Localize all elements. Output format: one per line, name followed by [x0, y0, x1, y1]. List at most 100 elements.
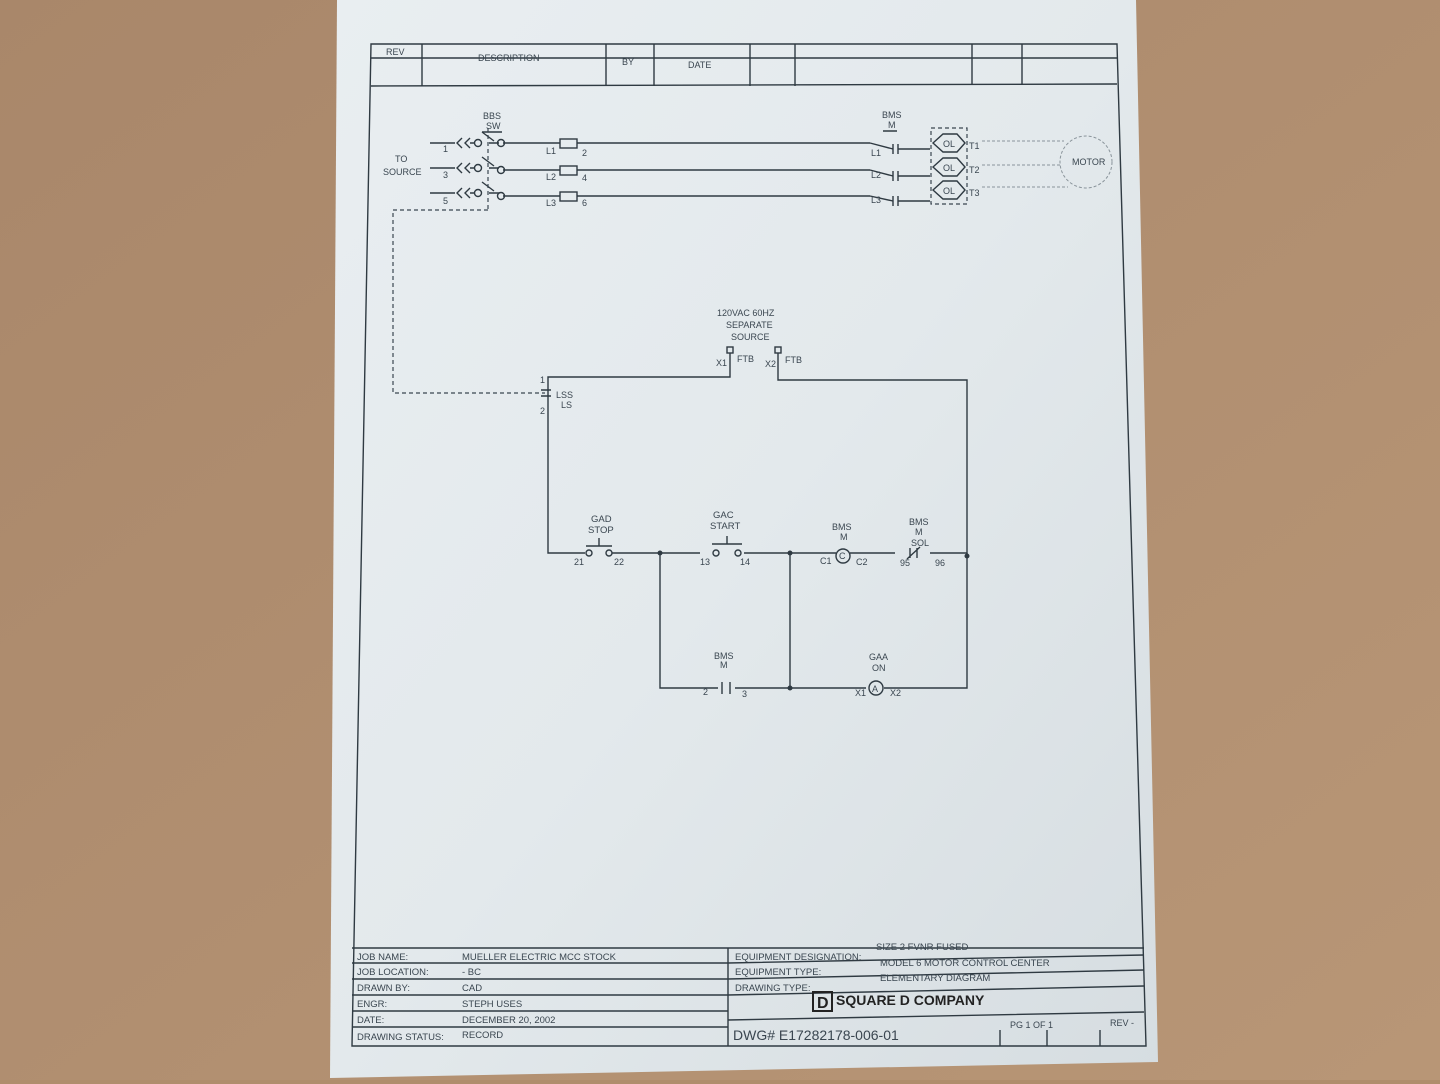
ftb-label: FTB — [785, 355, 802, 365]
switch-tag: LSS — [556, 390, 573, 400]
overload-icons — [931, 133, 966, 200]
seal-in-tag: BMS — [714, 651, 734, 661]
source-voltage: 120VAC 60HZ — [717, 308, 775, 318]
drawing-type-value: ELEMENTARY DIAGRAM — [880, 973, 990, 984]
source-separate: SEPARATE — [726, 320, 773, 330]
drawing-number: DWG# E17282178-006-01 — [733, 1027, 899, 1043]
motor-icon — [1059, 135, 1113, 189]
date-value: DECEMBER 20, 2002 — [462, 1015, 555, 1026]
drawn-by-label: DRAWN BY: — [357, 983, 410, 994]
contactor-name: M — [888, 120, 896, 130]
start-terminal-a: 13 — [700, 557, 710, 567]
line-label-l1: L1 — [546, 146, 556, 156]
ol-label: OL — [943, 139, 955, 149]
square-d-logo — [812, 991, 833, 1012]
terminal-t2: T2 — [969, 165, 980, 175]
seal-in-name: M — [720, 660, 728, 670]
terminal-2: 2 — [582, 148, 587, 158]
pilot-light-icon — [868, 680, 884, 696]
line-label-l2: L2 — [546, 172, 556, 182]
start-terminal-b: 14 — [740, 557, 750, 567]
to-source-label-2: SOURCE — [383, 167, 422, 177]
coil-name: M — [840, 532, 848, 542]
terminal-t3: T3 — [969, 188, 980, 198]
switch-terminal-1: 1 — [540, 375, 545, 385]
ol-terminal-96: 96 — [935, 558, 945, 568]
equipment-type-value: MODEL 6 MOTOR CONTROL CENTER — [880, 958, 1050, 969]
date-label: DATE: — [357, 1015, 384, 1026]
fuse-icon — [559, 138, 578, 149]
contactor-tag: BMS — [882, 110, 902, 120]
stop-name: STOP — [588, 525, 614, 536]
engr-value: STEPH USES — [462, 999, 522, 1010]
equipment-designation-value: SIZE 2 FVNR FUSED — [876, 942, 969, 953]
coil-terminal-c2: C2 — [856, 557, 868, 567]
stop-terminal-b: 22 — [614, 557, 624, 567]
drawn-by-value: CAD — [462, 983, 482, 994]
job-location-value: - BC — [462, 967, 481, 978]
control-circuit: 120VAC 60HZ SEPARATE SOURCE X1 FTB X2 FT… — [540, 308, 970, 699]
fuse-icon — [559, 165, 578, 176]
pilot-tag: GAA — [869, 652, 888, 662]
ol-label: OL — [943, 163, 955, 173]
power-circuit: TO SOURCE BBS SW 1 3 5 L1 L2 L3 2 4 6 BM… — [383, 110, 1113, 394]
terminal-6: 6 — [582, 198, 587, 208]
ol-contact-sub: SOL — [911, 538, 929, 548]
ol-terminal-95: 95 — [900, 558, 910, 568]
stop-terminal-a: 21 — [574, 557, 584, 567]
revision-block: REV DESCRIPTION BY DATE — [370, 44, 1118, 87]
description-header: DESCRIPTION — [478, 53, 540, 63]
equipment-designation-label: EQUIPMENT DESIGNATION: — [735, 952, 861, 963]
terminal-5: 5 — [443, 196, 448, 206]
coil-symbol: C — [839, 551, 846, 561]
ol-contact-tag: BMS — [909, 517, 929, 527]
by-header: BY — [622, 57, 634, 67]
terminal-1: 1 — [443, 144, 448, 154]
job-name-label: JOB NAME: — [357, 952, 408, 963]
seal-in-terminal-2: 2 — [703, 687, 708, 697]
terminal-3: 3 — [443, 170, 448, 180]
title-block: JOB NAME: MUELLER ELECTRIC MCC STOCK JOB… — [352, 942, 1145, 1046]
nc-contact-icon — [906, 546, 921, 560]
no-contact-icon — [721, 682, 731, 694]
source-label: SOURCE — [731, 332, 770, 342]
contactor-l1: L1 — [871, 148, 881, 158]
company-name: SQUARE D COMPANY — [836, 992, 985, 1008]
pilot-symbol: A — [872, 684, 878, 694]
x1-label: X1 — [716, 358, 727, 368]
fuse-icon — [559, 191, 578, 202]
drawing-status-value: RECORD — [462, 1030, 503, 1041]
stop-pushbutton-icon — [586, 538, 612, 547]
page-number: PG 1 OF 1 — [1010, 1020, 1053, 1030]
disconnect-tag: BBS — [483, 111, 501, 121]
contactor-l2: L2 — [871, 170, 881, 180]
x2-label: X2 — [765, 359, 776, 369]
start-name: START — [710, 521, 740, 532]
pilot-name: ON — [872, 663, 886, 673]
disconnect-name: SW — [486, 121, 501, 131]
terminal-t1: T1 — [969, 141, 980, 151]
logo-letter: D — [817, 995, 829, 1012]
rev-header: REV — [386, 47, 405, 57]
stop-tag: GAD — [591, 514, 612, 525]
to-source-label: TO — [395, 154, 407, 164]
seal-in-terminal-3: 3 — [742, 689, 747, 699]
coil-tag: BMS — [832, 522, 852, 532]
ol-contact-name: M — [915, 527, 923, 537]
ol-label: OL — [943, 186, 955, 196]
switch-terminal-2: 2 — [540, 406, 545, 416]
ftb-label: FTB — [737, 354, 754, 364]
start-tag: GAC — [713, 510, 734, 521]
revision-number: REV - — [1110, 1018, 1134, 1028]
date-header: DATE — [688, 60, 711, 70]
drawing-border — [351, 43, 1147, 1047]
overload-block — [930, 127, 968, 205]
job-name-value: MUELLER ELECTRIC MCC STOCK — [462, 952, 617, 963]
pilot-terminal-x2: X2 — [890, 688, 901, 698]
coil-icon — [835, 548, 851, 564]
pilot-terminal-x1: X1 — [855, 688, 866, 698]
motor-label: MOTOR — [1072, 157, 1106, 167]
contactor-l3: L3 — [871, 195, 881, 205]
